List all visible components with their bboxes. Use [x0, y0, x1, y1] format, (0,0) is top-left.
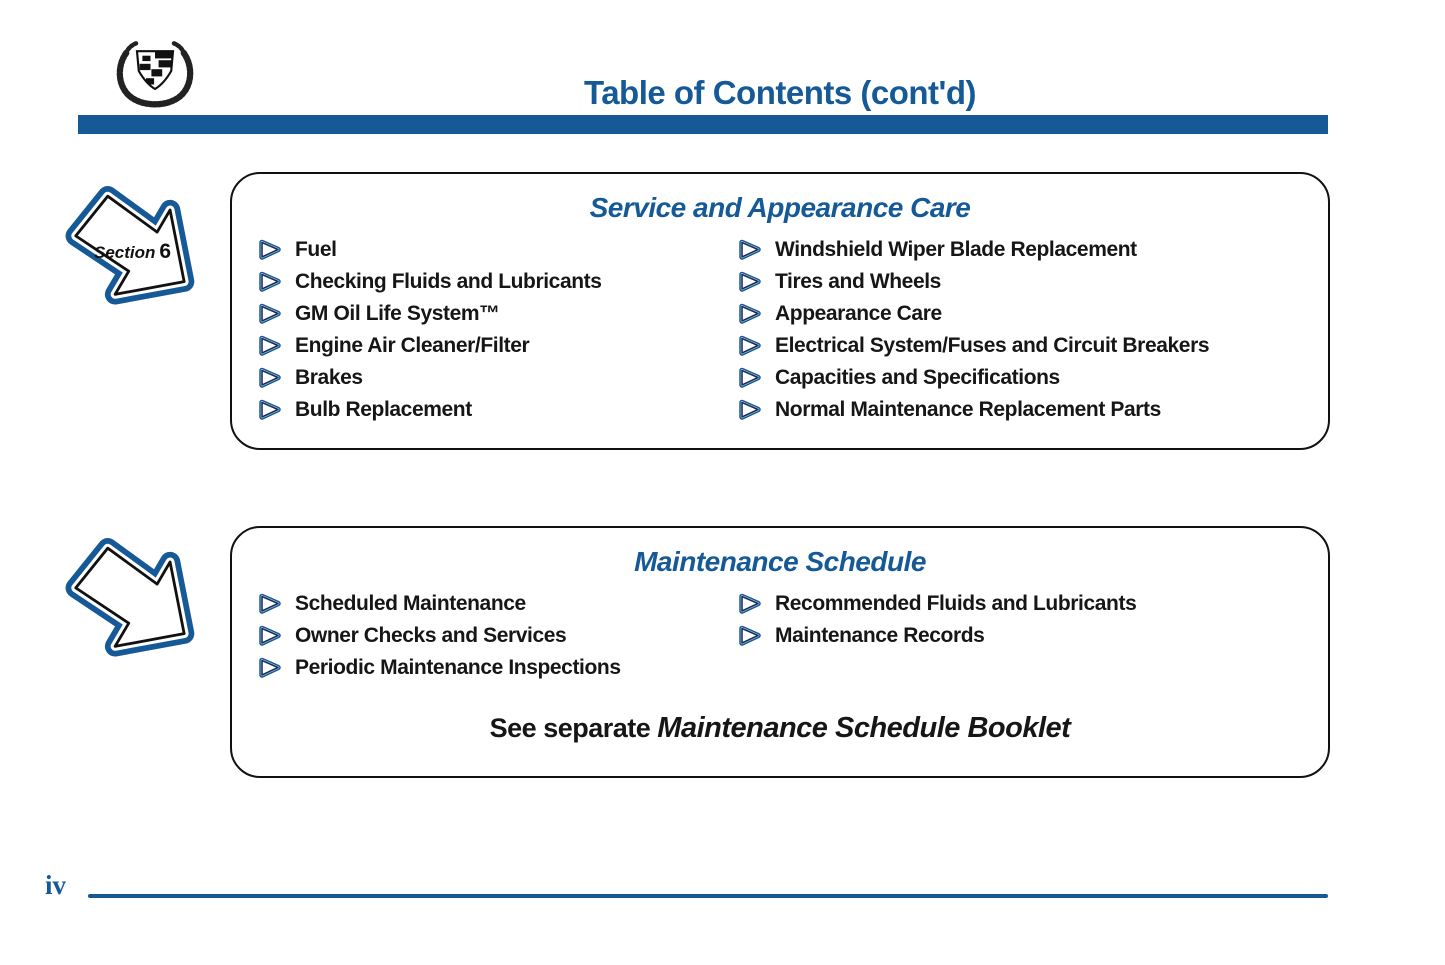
toc-item-label: Brakes — [295, 366, 363, 389]
toc-item: Capacities and Specifications — [738, 362, 1209, 394]
toc-item: Recommended Fluids and Lubricants — [738, 588, 1137, 620]
service-items-left: Fuel Checking Fluids and Lubricants GM O… — [258, 234, 602, 426]
toc-item: Fuel — [258, 234, 602, 266]
triangle-right-bullet-icon — [258, 271, 282, 293]
toc-item: Owner Checks and Services — [258, 620, 621, 652]
toc-item: Maintenance Records — [738, 620, 1136, 652]
toc-item: Appearance Care — [738, 298, 1209, 330]
toc-item: Brakes — [258, 362, 602, 394]
triangle-right-bullet-icon — [738, 303, 762, 325]
toc-item-label: Maintenance Records — [775, 624, 985, 647]
toc-item-label: Owner Checks and Services — [295, 624, 567, 647]
toc-item-label: Checking Fluids and Lubricants — [295, 270, 602, 293]
title-rule — [78, 115, 1328, 134]
triangle-right-bullet-icon — [738, 593, 762, 615]
triangle-right-bullet-icon — [738, 625, 762, 647]
toc-item-label: Normal Maintenance Replacement Parts — [775, 398, 1161, 421]
maintenance-items-right: Recommended Fluids and Lubricants Mainte… — [738, 588, 1137, 652]
toc-item-label: Appearance Care — [775, 302, 942, 325]
section-title: Service and Appearance Care — [589, 192, 971, 223]
toc-item: Scheduled Maintenance — [258, 588, 621, 620]
toc-item-label: Recommended Fluids and Lubricants — [775, 592, 1137, 615]
toc-item: Periodic Maintenance Inspections — [258, 652, 621, 684]
service-items-right: Windshield Wiper Blade Replacement Tires… — [738, 234, 1210, 426]
triangle-right-bullet-icon — [258, 625, 282, 647]
toc-item-label: Engine Air Cleaner/Filter — [295, 334, 530, 357]
page-number: iv — [45, 870, 67, 900]
section-box-maintenance-schedule: Maintenance Schedule Scheduled Maintenan… — [230, 526, 1330, 778]
triangle-right-bullet-icon — [738, 239, 762, 261]
toc-item: Tires and Wheels — [738, 266, 1209, 298]
toc-item-label: Fuel — [295, 238, 337, 261]
maintenance-items-left: Scheduled Maintenance Owner Checks and S… — [258, 588, 621, 684]
section-title: Maintenance Schedule — [634, 546, 926, 577]
toc-item: GM Oil Life System™ — [258, 298, 602, 330]
triangle-right-bullet-icon — [258, 399, 282, 421]
section-box-service-appearance: Service and Appearance Care Fuel Checkin… — [230, 172, 1330, 450]
section-pointer-arrow-icon — [62, 532, 208, 672]
toc-item-label: Scheduled Maintenance — [295, 592, 526, 615]
footer-rule — [88, 894, 1328, 898]
toc-item-label: GM Oil Life System™ — [295, 302, 500, 325]
toc-item-label: Electrical System/Fuses and Circuit Brea… — [775, 334, 1210, 357]
triangle-right-bullet-icon — [738, 367, 762, 389]
triangle-right-bullet-icon — [258, 367, 282, 389]
toc-item: Engine Air Cleaner/Filter — [258, 330, 602, 362]
page-title: Table of Contents (cont'd) — [583, 74, 977, 111]
toc-item-label: Bulb Replacement — [295, 398, 472, 421]
triangle-right-bullet-icon — [258, 657, 282, 679]
cadillac-wreath-crest-logo — [110, 26, 200, 114]
toc-item: Electrical System/Fuses and Circuit Brea… — [738, 330, 1210, 362]
toc-item: Bulb Replacement — [258, 394, 602, 426]
toc-item: Windshield Wiper Blade Replacement — [738, 234, 1209, 266]
triangle-right-bullet-icon — [738, 335, 762, 357]
toc-item-label: Tires and Wheels — [775, 270, 941, 293]
triangle-right-bullet-icon — [258, 335, 282, 357]
toc-item: Checking Fluids and Lubricants — [258, 266, 602, 298]
triangle-right-bullet-icon — [738, 399, 762, 421]
triangle-right-bullet-icon — [258, 239, 282, 261]
toc-item-label: Windshield Wiper Blade Replacement — [775, 238, 1137, 261]
triangle-right-bullet-icon — [258, 593, 282, 615]
toc-item: Normal Maintenance Replacement Parts — [738, 394, 1209, 426]
see-separate-booklet-note: See separate Maintenance Schedule Bookle… — [489, 712, 1071, 744]
triangle-right-bullet-icon — [738, 271, 762, 293]
triangle-right-bullet-icon — [258, 303, 282, 325]
toc-item-label: Periodic Maintenance Inspections — [295, 656, 621, 679]
toc-item-label: Capacities and Specifications — [775, 366, 1060, 389]
